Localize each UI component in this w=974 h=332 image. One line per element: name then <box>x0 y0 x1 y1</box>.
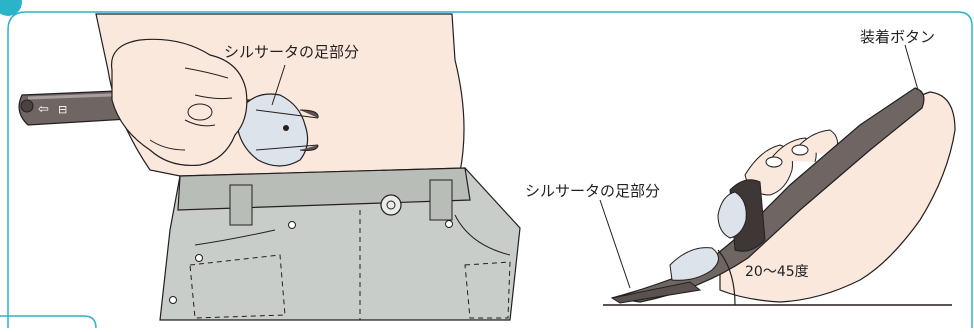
sensor-feet-label-top: シルサータの足部分 <box>224 43 360 61</box>
leader-line-button <box>904 44 919 91</box>
rivet <box>288 221 296 229</box>
attach-button-label: 装着ボタン <box>860 28 936 46</box>
sensor-left <box>237 93 319 167</box>
tab-corner <box>0 315 97 329</box>
step-badge <box>0 0 22 16</box>
leader-line-side <box>599 199 631 289</box>
lock-icon: ⊟ <box>58 103 67 116</box>
arrow-left-icon: ⇦ <box>38 102 49 117</box>
jeans-button <box>380 194 402 216</box>
sensor-feet-label-side: シルサータの足部分 <box>525 182 661 200</box>
angle-arc <box>717 249 736 306</box>
hand-right <box>719 91 956 303</box>
jeans <box>159 167 521 321</box>
rivet <box>195 254 203 262</box>
angle-label: 20～45度 <box>745 264 809 280</box>
panel-frame <box>7 11 973 328</box>
hand-left <box>110 38 248 167</box>
leader-line-top <box>271 64 286 106</box>
device-end-cap <box>20 99 34 113</box>
rivet <box>169 296 177 304</box>
applicator-device-right <box>610 87 925 304</box>
rivet <box>445 220 453 228</box>
